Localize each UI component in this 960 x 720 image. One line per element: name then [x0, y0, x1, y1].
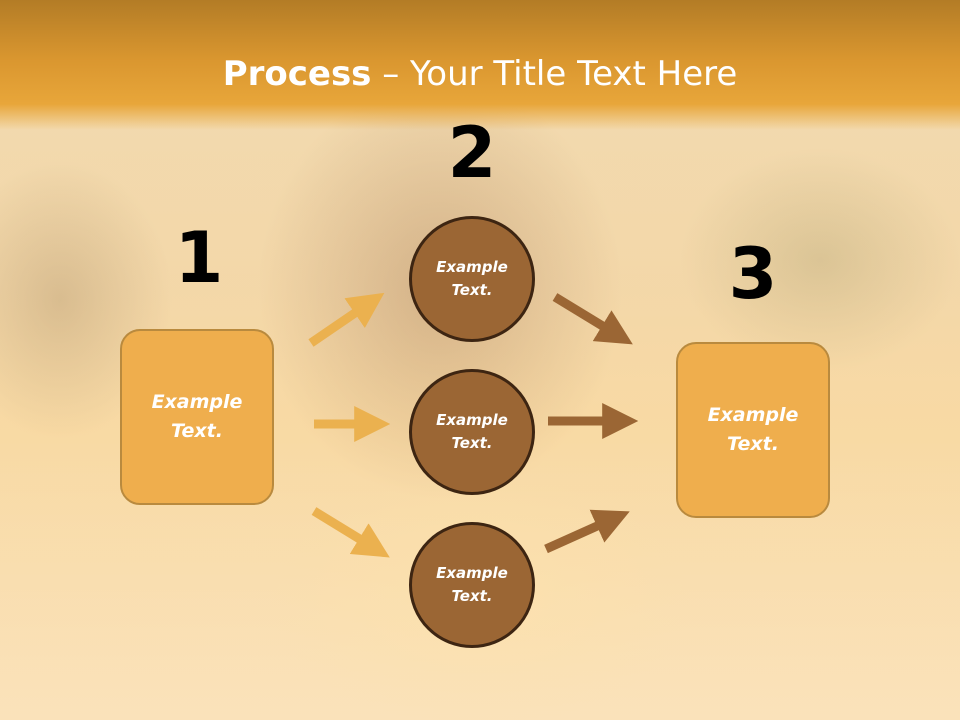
step-3-box[interactable]: Example Text.: [676, 342, 830, 518]
arrow-bottom-to-3: [544, 509, 630, 554]
step-1-text: Example Text.: [151, 391, 243, 442]
circle-top-text: Example Text.: [436, 258, 508, 299]
step-number-1: 1: [174, 217, 224, 299]
circle-middle-text: Example Text.: [436, 411, 508, 452]
step-3-text: Example Text.: [707, 404, 799, 455]
arrow-1-to-bottom: [311, 507, 390, 558]
arrow-top-to-3: [552, 293, 633, 345]
slide-title: Process – Your Title Text Here: [0, 52, 960, 96]
step-number-3: 3: [728, 233, 778, 315]
step-number-2: 2: [447, 112, 497, 194]
arrow-1-to-top: [308, 292, 385, 347]
step-1-box[interactable]: Example Text.: [120, 329, 274, 505]
circle-bottom-text: Example Text.: [436, 564, 508, 605]
title-banner: [0, 0, 960, 130]
circle-bottom[interactable]: Example Text.: [409, 522, 535, 648]
title-bold: Process: [222, 54, 372, 94]
circle-top[interactable]: Example Text.: [409, 216, 535, 342]
circle-middle[interactable]: Example Text.: [409, 369, 535, 495]
title-rest: – Your Title Text Here: [371, 54, 738, 94]
